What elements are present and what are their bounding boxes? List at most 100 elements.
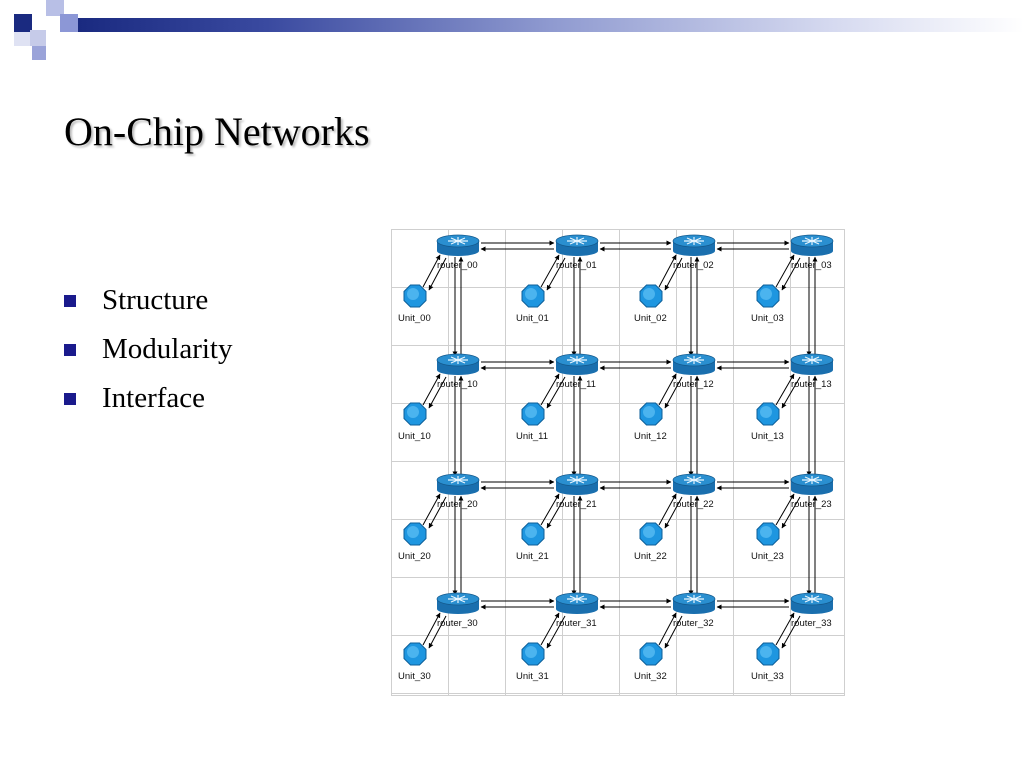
unit-highlight bbox=[407, 526, 419, 538]
link-unit-router bbox=[775, 612, 795, 646]
corner-square-small bbox=[32, 46, 46, 60]
router-base bbox=[556, 365, 598, 375]
unit-label: Unit_10 bbox=[398, 431, 431, 442]
unit-node: Unit_13 bbox=[751, 402, 784, 442]
unit-label: Unit_31 bbox=[516, 671, 549, 682]
unit-label: Unit_01 bbox=[516, 313, 549, 324]
unit-label: Unit_00 bbox=[398, 313, 431, 324]
router-node: router_11 bbox=[555, 353, 599, 390]
bullet-item: Interface bbox=[64, 374, 233, 423]
router-label: router_11 bbox=[556, 379, 596, 390]
unit-label: Unit_13 bbox=[751, 431, 784, 442]
link-router-unit bbox=[428, 615, 447, 649]
bullet-text: Modularity bbox=[102, 333, 233, 365]
link-router-unit bbox=[664, 257, 683, 291]
router-base bbox=[556, 604, 598, 614]
link-router-unit bbox=[546, 496, 566, 529]
router-arrows-icon bbox=[684, 237, 704, 245]
link-router-unit bbox=[781, 257, 801, 291]
unit-highlight bbox=[643, 406, 655, 418]
unit-node: Unit_22 bbox=[634, 522, 667, 562]
unit-label: Unit_33 bbox=[751, 671, 784, 682]
router-base bbox=[673, 604, 715, 614]
unit-node: Unit_31 bbox=[516, 642, 549, 682]
link-router-unit bbox=[781, 615, 801, 649]
link-router-unit bbox=[664, 376, 683, 409]
router-base bbox=[437, 604, 479, 614]
unit-label: Unit_12 bbox=[634, 431, 667, 442]
unit-highlight bbox=[643, 288, 655, 300]
header-gradient-bar bbox=[78, 18, 1024, 32]
unit-label: Unit_32 bbox=[634, 671, 667, 682]
router-label: router_00 bbox=[437, 260, 478, 271]
router-node: router_22 bbox=[672, 473, 716, 510]
unit-highlight bbox=[643, 526, 655, 538]
unit-node: Unit_33 bbox=[751, 642, 784, 682]
unit-highlight bbox=[525, 288, 537, 300]
router-label: router_31 bbox=[556, 618, 597, 629]
link-router-unit bbox=[781, 376, 801, 409]
unit-label: Unit_03 bbox=[751, 313, 784, 324]
corner-square-pale bbox=[14, 32, 30, 46]
bullet-item: Structure bbox=[64, 276, 233, 325]
router-base bbox=[556, 485, 598, 495]
router-node: router_03 bbox=[790, 234, 834, 271]
router-label: router_13 bbox=[791, 379, 832, 390]
router-node: router_13 bbox=[790, 353, 834, 390]
router-node: router_01 bbox=[555, 234, 599, 271]
router-arrows-icon bbox=[684, 595, 704, 603]
router-arrows-icon bbox=[802, 476, 822, 484]
corner-square-lavender bbox=[30, 30, 46, 46]
unit-node: Unit_32 bbox=[634, 642, 667, 682]
router-node: router_10 bbox=[436, 353, 480, 390]
link-unit-router bbox=[658, 612, 677, 646]
router-base bbox=[791, 604, 833, 614]
unit-highlight bbox=[407, 646, 419, 658]
router-arrows-icon bbox=[567, 595, 587, 603]
unit-highlight bbox=[760, 406, 772, 418]
unit-highlight bbox=[760, 288, 772, 300]
link-router-unit bbox=[428, 257, 447, 291]
router-label: router_12 bbox=[673, 379, 714, 390]
unit-node: Unit_30 bbox=[398, 642, 431, 682]
router-arrows-icon bbox=[684, 356, 704, 364]
router-node: router_12 bbox=[672, 353, 716, 390]
router-base bbox=[673, 485, 715, 495]
router-node: router_20 bbox=[436, 473, 480, 510]
unit-label: Unit_22 bbox=[634, 551, 667, 562]
router-node: router_33 bbox=[790, 592, 834, 629]
router-label: router_22 bbox=[673, 499, 714, 510]
link-unit-router bbox=[540, 612, 560, 646]
unit-highlight bbox=[525, 646, 537, 658]
unit-node: Unit_03 bbox=[751, 284, 784, 324]
router-base bbox=[673, 365, 715, 375]
link-unit-router bbox=[422, 493, 441, 526]
router-arrows-icon bbox=[802, 595, 822, 603]
router-base bbox=[556, 246, 598, 256]
unit-highlight bbox=[407, 288, 419, 300]
unit-node: Unit_20 bbox=[398, 522, 431, 562]
bullet-text: Structure bbox=[102, 284, 209, 316]
router-base bbox=[791, 485, 833, 495]
link-router-unit bbox=[781, 496, 801, 529]
link-unit-router bbox=[422, 254, 441, 288]
link-unit-router bbox=[422, 612, 441, 646]
router-label: router_32 bbox=[673, 618, 714, 629]
link-router-unit bbox=[428, 376, 447, 409]
router-label: router_21 bbox=[556, 499, 597, 510]
router-arrows-icon bbox=[567, 237, 587, 245]
unit-node: Unit_01 bbox=[516, 284, 549, 324]
router-label: router_23 bbox=[791, 499, 832, 510]
link-unit-router bbox=[540, 373, 560, 406]
router-arrows-icon bbox=[448, 356, 468, 364]
router-node: router_31 bbox=[555, 592, 599, 629]
unit-node: Unit_21 bbox=[516, 522, 549, 562]
link-unit-router bbox=[775, 373, 795, 406]
router-arrows-icon bbox=[802, 356, 822, 364]
bullet-list: Structure Modularity Interface bbox=[64, 276, 233, 423]
unit-highlight bbox=[643, 646, 655, 658]
bullet-text: Interface bbox=[102, 382, 206, 414]
link-unit-router bbox=[658, 373, 677, 406]
router-label: router_03 bbox=[791, 260, 832, 271]
